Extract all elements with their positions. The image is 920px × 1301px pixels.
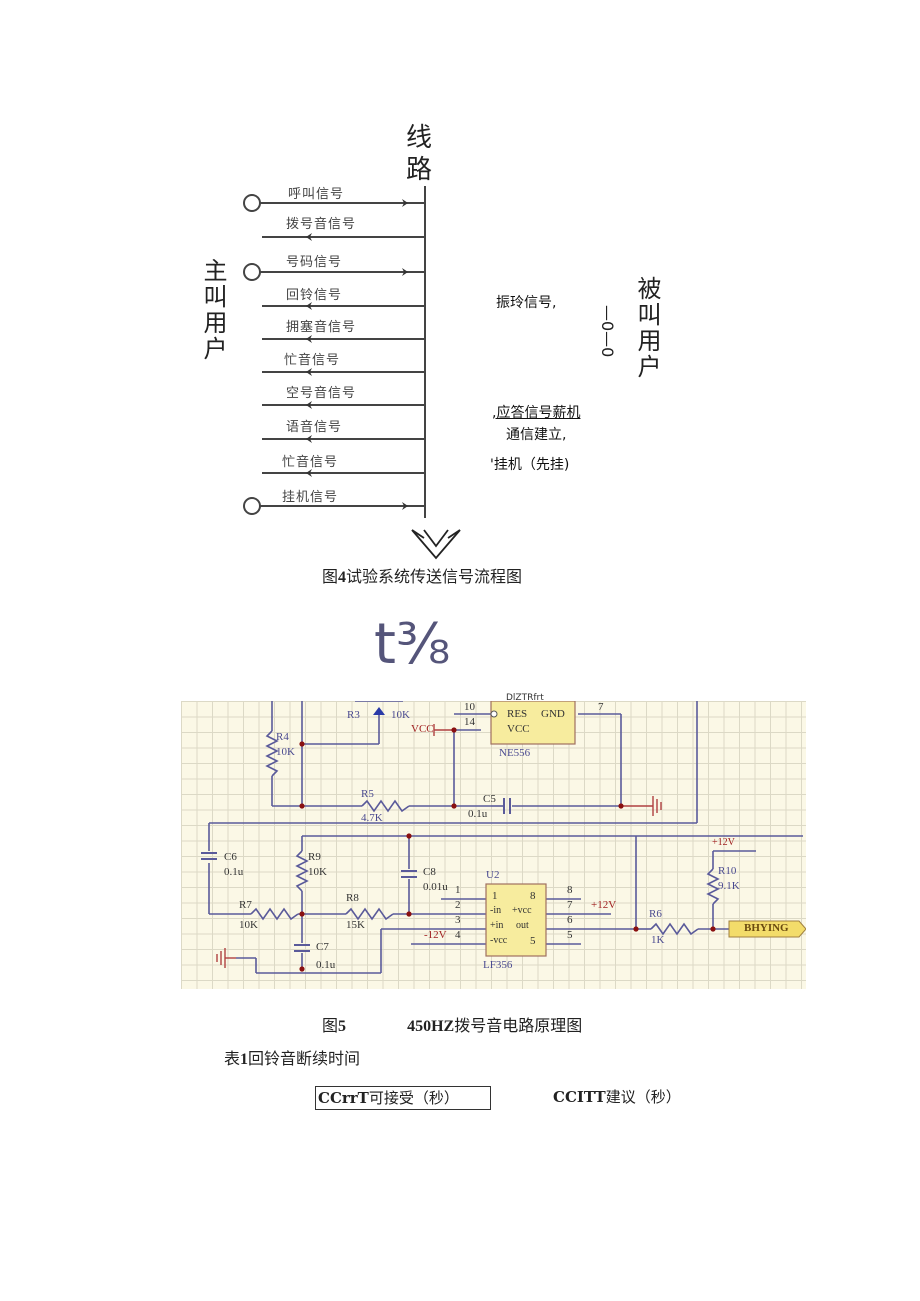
r9-label: R9 — [308, 851, 321, 863]
figure-4-caption: 图4试验系统传送信号流程图 — [322, 563, 522, 587]
u2-pin: 5 — [567, 929, 573, 941]
r4-value: 10K — [276, 746, 295, 758]
r9-value: 10K — [308, 866, 327, 878]
pos-12v-label: +12V — [712, 837, 735, 848]
u2-inner-pin: out — [516, 920, 529, 931]
schematic-wires — [201, 701, 806, 974]
caption-frequency: 450HZ — [407, 1018, 455, 1035]
c5-label: C5 — [483, 793, 496, 805]
table-1-title: 表1回铃音断续时间 — [224, 1045, 360, 1069]
c8-value: 0.01u — [423, 881, 448, 893]
u2-pin: 8 — [567, 884, 573, 896]
ring-signal-note: 振玲信号, — [496, 295, 557, 311]
signal-label: 语音信号 — [286, 420, 343, 435]
line-title: 线路 — [405, 123, 432, 185]
caption-number: 5 — [338, 1018, 347, 1035]
c5-value: 0.1u — [468, 808, 488, 820]
col1-text: 可接受（秒） — [368, 1089, 459, 1107]
u2-inner-pin: 1 — [492, 890, 498, 902]
signal-label: 号码信号 — [286, 255, 343, 270]
r5-label: R5 — [361, 788, 374, 800]
signal-label: 挂机信号 — [282, 490, 339, 505]
callee-symbol: —0—0 — [598, 305, 617, 358]
r7-label: R7 — [239, 899, 252, 911]
u2-inner-pin: 8 — [530, 890, 536, 902]
output-port-label: BHYING — [744, 922, 789, 934]
signal-label: 忙音信号 — [284, 353, 341, 368]
schematic-diagram: R3 10K R4 10K R5 4.7K VCC 10 14 7 RES GN… — [181, 701, 806, 989]
caller-label: 主叫用户 — [199, 258, 227, 362]
u2-name: LF356 — [483, 959, 513, 971]
communication-established-note: 通信建立, — [506, 427, 567, 443]
table-title-prefix: 表 — [224, 1049, 241, 1068]
u2-pin: 2 — [455, 899, 461, 911]
figure-5-caption: 图5 450HZ拨号音电路原理图 — [322, 1012, 582, 1036]
table-title-text: 回铃音断续时间 — [248, 1049, 361, 1068]
stray-mark: t⅜ — [374, 612, 451, 677]
figure-4-signal-flow: 线路 主叫用户 — [0, 0, 920, 600]
r6-label: R6 — [649, 908, 662, 920]
c7-value: 0.1u — [316, 959, 336, 971]
caption-prefix: 图 — [322, 567, 339, 586]
r10-label: R10 — [718, 865, 737, 877]
r7-value: 10K — [239, 919, 258, 931]
ic1-vcc-pin: VCC — [507, 723, 530, 735]
callee-label: 被叫用户 — [633, 276, 661, 380]
r3-value: 10K — [391, 709, 410, 721]
table-header-acceptable: CCrrT可接受（秒） — [315, 1086, 491, 1110]
u2-pin: 6 — [567, 914, 573, 926]
pos-12v-label: +12V — [591, 899, 617, 911]
ic1-name: NE556 — [499, 747, 531, 759]
u2-inner-pin: -vcc — [490, 935, 508, 946]
r6-value: 1K — [651, 934, 665, 946]
signal-label: 呼叫信号 — [288, 187, 345, 202]
pin-10-label: 10 — [464, 701, 475, 713]
u2-inner-pin: -in — [490, 905, 502, 916]
c6-value: 0.1u — [224, 866, 244, 878]
signal-label: 空号音信号 — [286, 386, 357, 401]
c7-label: C7 — [316, 941, 329, 953]
c8-label: C8 — [423, 866, 436, 878]
hangup-note: '挂机（先挂) — [490, 457, 570, 473]
signal-label: 拨号音信号 — [286, 217, 357, 232]
col2-bold: CCITT — [553, 1088, 606, 1106]
u2-pin: 1 — [455, 884, 461, 896]
ic1-res-pin: RES — [507, 708, 528, 720]
u2-pin: 4 — [455, 929, 461, 941]
col2-text: 建议（秒） — [605, 1088, 681, 1106]
u2-pin: 7 — [567, 899, 573, 911]
r8-label: R8 — [346, 892, 359, 904]
table-title-number: 1 — [240, 1051, 249, 1068]
u2-inner-pin: 5 — [530, 935, 536, 947]
u2-label: U2 — [486, 869, 500, 881]
r5-value: 4.7K — [361, 812, 383, 824]
signal-label: 忙音信号 — [282, 455, 339, 470]
r3-label: R3 — [347, 709, 360, 721]
signal-label: 拥塞音信号 — [286, 320, 357, 335]
caption-prefix: 图 — [322, 1016, 339, 1035]
u2-inner-pin: +vcc — [512, 905, 532, 916]
answer-signal-note: ,应答信号薪机 — [492, 405, 581, 421]
vcc-label: VCC — [411, 723, 434, 735]
pin-7-label: 7 — [598, 701, 604, 713]
r8-value: 15K — [346, 919, 365, 931]
table-header-recommended: CCITT建议（秒） — [553, 1086, 681, 1108]
c6-label: C6 — [224, 851, 237, 863]
u2-pin: 3 — [455, 914, 461, 926]
caption-number: 4 — [338, 569, 347, 586]
r10-value: 9.1K — [718, 880, 740, 892]
signal-flow-lines — [243, 186, 461, 560]
col1-bold: CCrrT — [318, 1089, 369, 1107]
u2-inner-pin: +in — [490, 920, 504, 931]
ic1-gnd-pin: GND — [541, 708, 565, 720]
neg-12v-label: -12V — [424, 929, 447, 941]
signal-label: 回铃信号 — [286, 288, 343, 303]
caption-text: 拨号音电路原理图 — [454, 1016, 583, 1035]
r4-label: R4 — [276, 731, 289, 743]
caption-text: 试验系统传送信号流程图 — [346, 567, 523, 586]
pin-14-label: 14 — [464, 716, 475, 728]
schematic-top-fragment: DlZTRfrt — [506, 693, 544, 703]
